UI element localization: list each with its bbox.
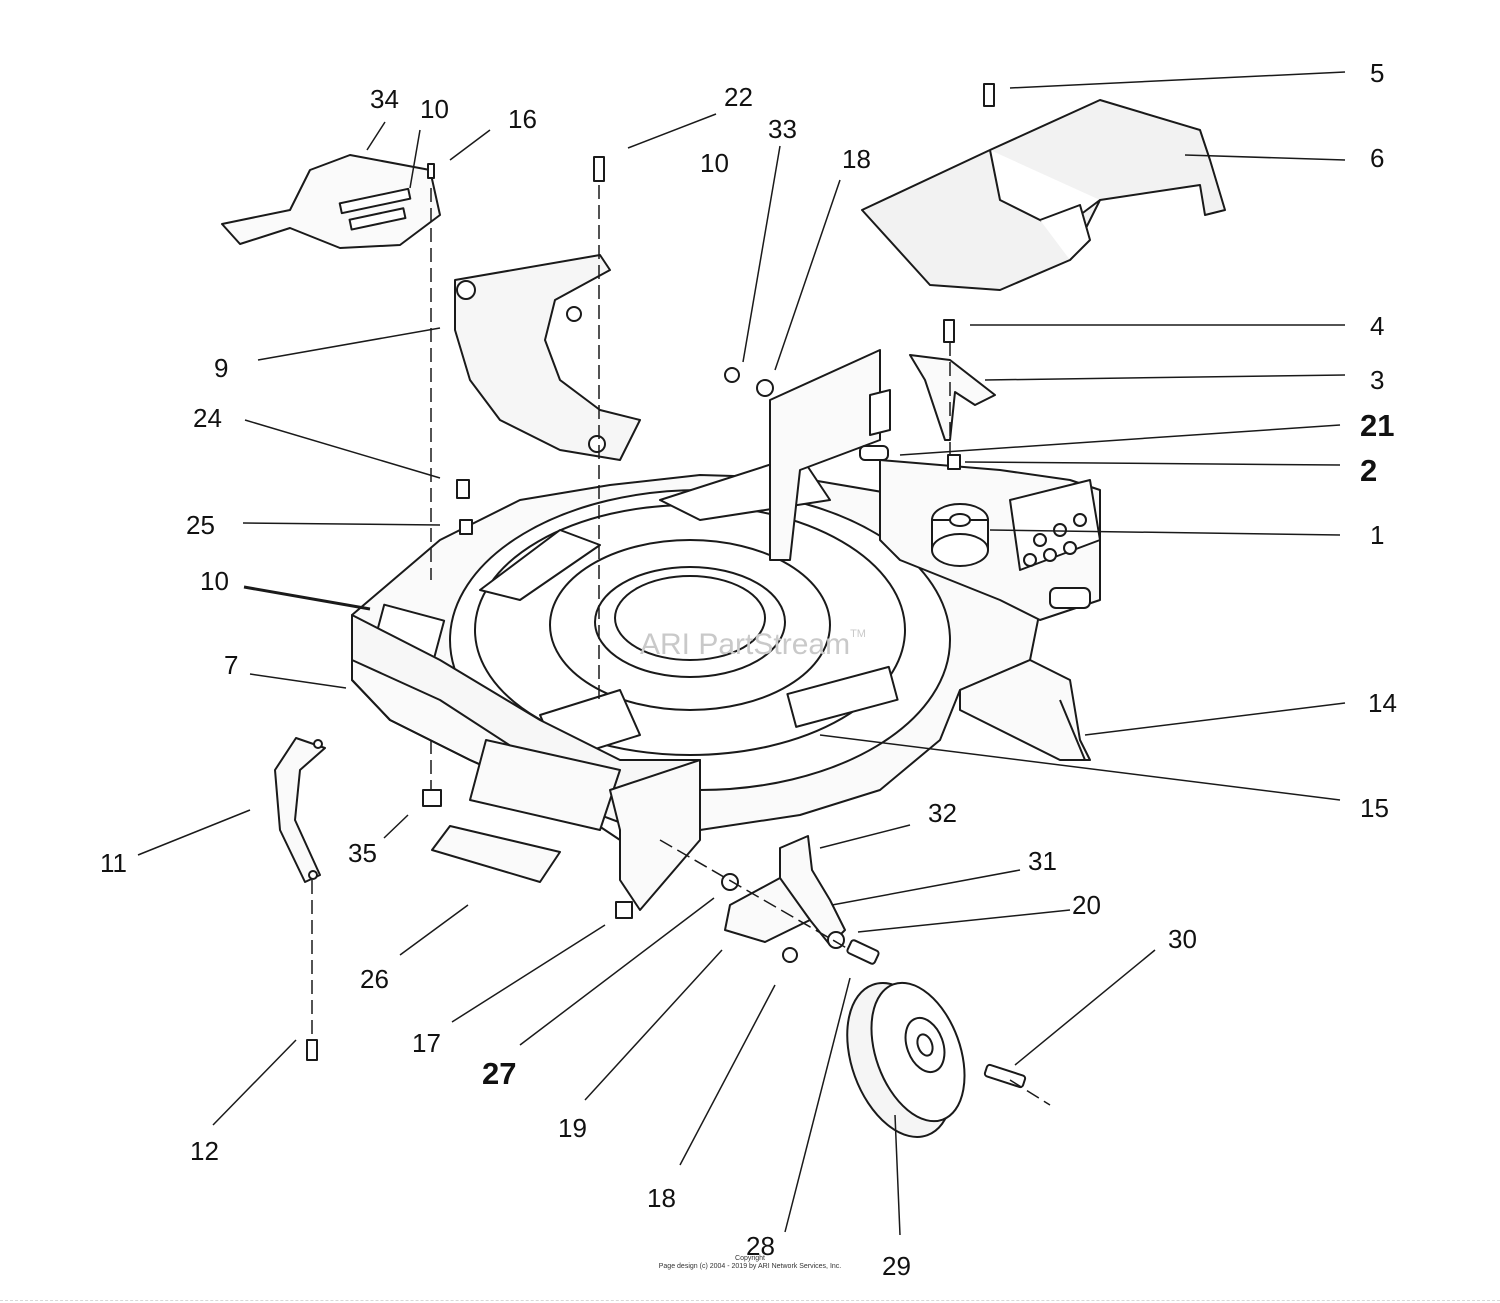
watermark-text: ARI PartStream — [640, 628, 851, 661]
callout-26: 26 — [360, 964, 389, 994]
callout-4: 4 — [1370, 311, 1385, 341]
callout-31: 31 — [1028, 846, 1057, 876]
callout-33: 33 — [768, 114, 797, 144]
top-plate-part-34 — [221, 154, 441, 249]
footer-copyright: Copyright — [735, 1255, 765, 1262]
callout-10-top: 10 — [420, 94, 449, 124]
callout-5: 5 — [1370, 58, 1385, 88]
bracket-part-3 — [909, 354, 996, 441]
footer-page-design: Page design (c) 2004 - 2019 by ARI Netwo… — [658, 1263, 842, 1270]
leader-lines — [137, 71, 1346, 1236]
callout-21: 21 — [1360, 408, 1395, 443]
callout-18-bottom: 18 — [647, 1183, 676, 1213]
fasteners — [306, 83, 995, 1061]
watermark: ARI PartStreamTM — [640, 628, 866, 662]
pulley-part-1 — [931, 503, 989, 567]
dashed-guide-lines — [311, 185, 1051, 1106]
bracket-part-11 — [274, 737, 326, 883]
front-plate — [469, 739, 621, 831]
callout-27: 27 — [482, 1056, 517, 1091]
callout-35: 35 — [348, 838, 377, 868]
callout-10-mid: 10 — [700, 148, 729, 178]
callout-22: 22 — [724, 82, 753, 112]
callout-29: 29 — [882, 1251, 911, 1281]
callout-32: 32 — [928, 798, 957, 828]
callout-20: 20 — [1072, 890, 1101, 920]
callout-34: 34 — [370, 84, 399, 114]
callout-11: 11 — [100, 848, 127, 878]
callout-19: 19 — [558, 1113, 587, 1143]
callout-16: 16 — [508, 104, 537, 134]
callout-2: 2 — [1360, 453, 1378, 488]
trail-shield-part-14 — [959, 659, 1091, 761]
callout-28: 28 — [746, 1231, 775, 1261]
callout-18-top: 18 — [842, 144, 871, 174]
axle-bolt-part-30 — [983, 1063, 1027, 1089]
callout-25: 25 — [186, 510, 215, 540]
callout-17: 17 — [412, 1028, 441, 1058]
cover-part-6 — [861, 99, 1226, 291]
callout-12: 12 — [190, 1136, 219, 1166]
callout-10-left: 10 — [200, 566, 229, 596]
callout-15: 15 — [1360, 793, 1389, 823]
callout-24: 24 — [193, 403, 222, 433]
callout-3: 3 — [1370, 365, 1385, 395]
callout-14: 14 — [1368, 688, 1397, 718]
rear-mount-bracket — [769, 349, 1101, 621]
bottom-divider — [0, 1300, 1500, 1301]
decal-part-26 — [431, 825, 561, 883]
watermark-tm: TM — [850, 628, 866, 640]
callout-9: 9 — [214, 353, 229, 383]
callout-6: 6 — [1370, 143, 1385, 173]
callout-1: 1 — [1370, 520, 1385, 550]
callout-30: 30 — [1168, 924, 1197, 954]
wheel-bracket-part-31 — [724, 835, 846, 946]
wheel-part-29 — [846, 981, 966, 1138]
hinge-bracket — [609, 759, 701, 911]
baffle-part-9 — [454, 254, 641, 461]
callout-7: 7 — [224, 650, 239, 680]
